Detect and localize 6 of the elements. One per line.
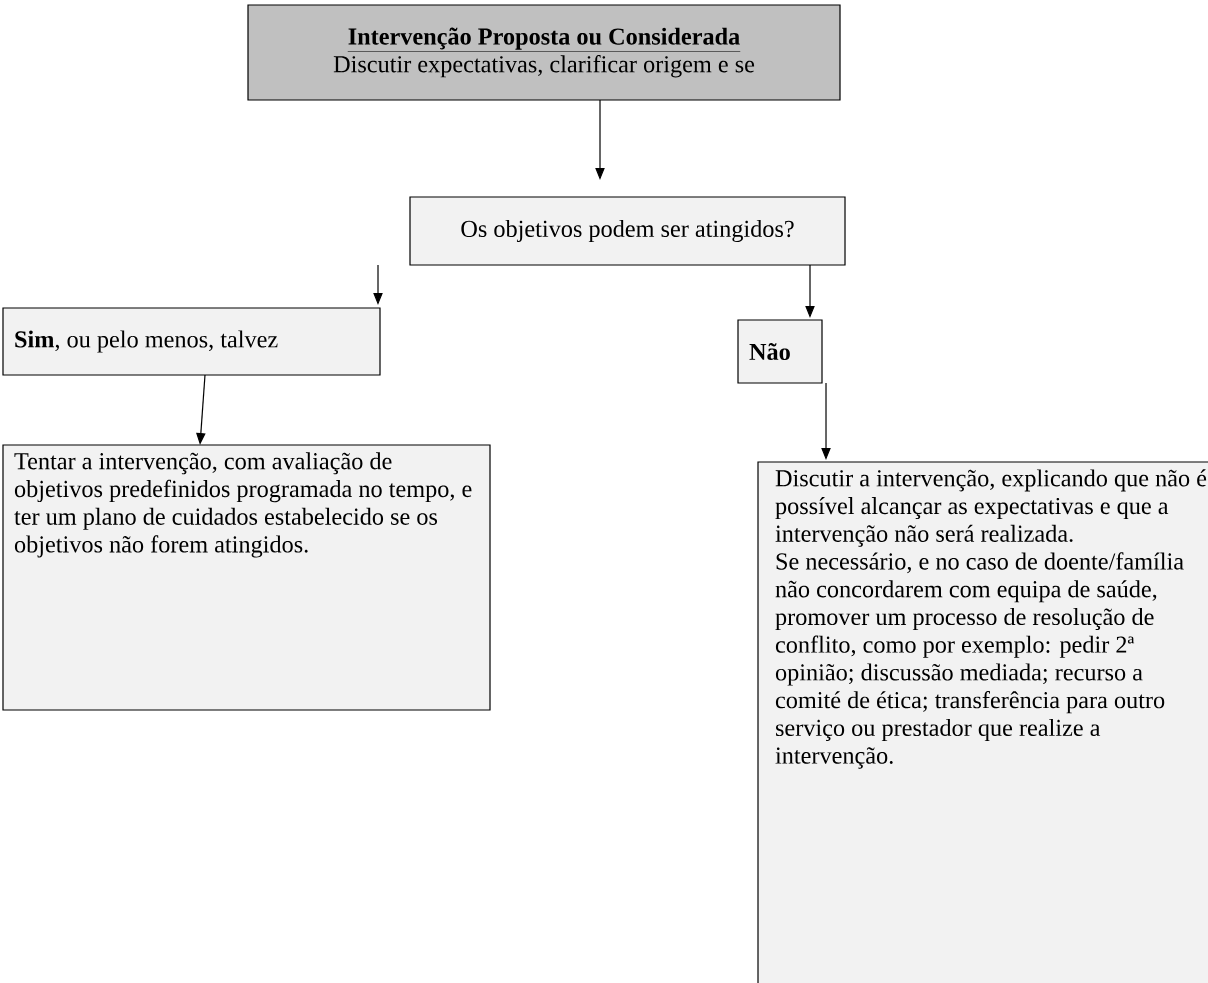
process-box: Os objetivos podem ser atingidos? <box>409 196 846 266</box>
process-box: Intervenção Proposta ou Considerada Discutir expectativas, clarificar origem e se <box>247 4 841 101</box>
process-box: Tentar a intervenção, com avaliação de objetivos predefinidos programada no tempo, e ter um plano de cuidados estabelecido se os objetivos não forem atingidos. <box>2 444 491 711</box>
process-box: Discutir a intervenção, explicando que não é possível alcançar as expectativas e que a intervenção não será realizada. Se necessário, e no caso de doente/família não concordarem com equipa de saúde, promover um processo de resolução de conflito, como por exemplo: pedir 2ª opinião; discussão mediada; recurso a comité de ética; transferência para outro serviço ou prestador que realize a intervenção. <box>757 461 1208 983</box>
process-box: Não <box>737 319 823 384</box>
process-box: Sim, ou pelo menos, talvez <box>2 307 381 376</box>
